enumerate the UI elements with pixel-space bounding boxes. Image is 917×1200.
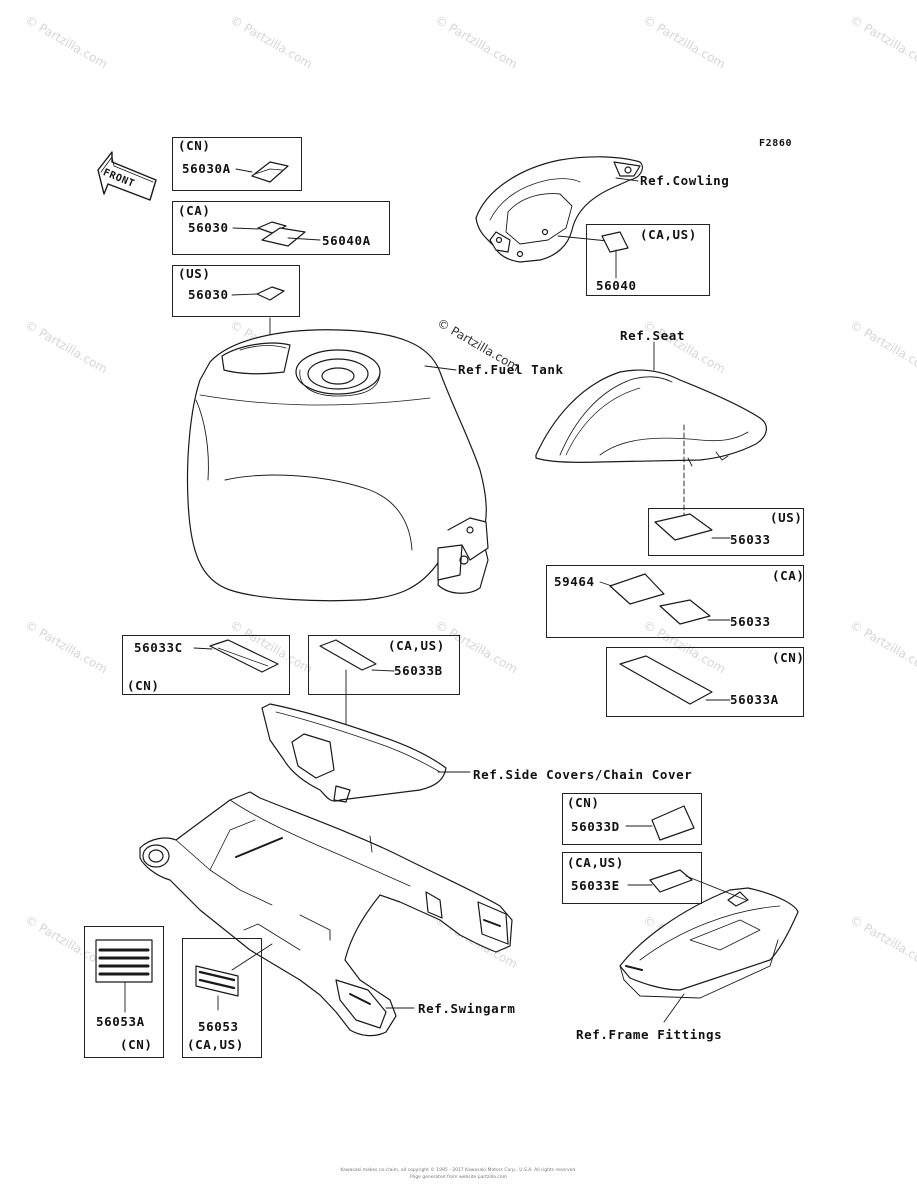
figure-id: F2860	[759, 138, 793, 149]
part-number[interactable]: 59464	[554, 574, 595, 589]
part-number[interactable]: 56033C	[134, 640, 183, 655]
label-box-seat-us	[648, 508, 804, 556]
label-box-ca-top	[172, 201, 390, 255]
cowling-illustration	[475, 156, 643, 263]
part-number[interactable]: 56030A	[182, 161, 231, 176]
label-box-frame-cn	[562, 793, 702, 845]
region-label: (CA)	[178, 203, 211, 218]
region-label: (CN)	[567, 795, 600, 810]
label-box-side-cn	[122, 635, 290, 695]
label-box-seat-cn	[606, 647, 804, 717]
label-box-frame-caus	[562, 852, 702, 904]
seat-illustration	[535, 369, 767, 467]
label-box-us-top	[172, 265, 300, 317]
part-number[interactable]: 56053A	[96, 1014, 145, 1029]
region-label: (CA,US)	[640, 227, 697, 242]
part-number[interactable]: 56033	[730, 614, 771, 629]
part-number[interactable]: 56040A	[322, 233, 371, 248]
label-box-cn-top	[172, 137, 302, 191]
part-number[interactable]: 56053	[198, 1019, 239, 1034]
part-number[interactable]: 56033D	[571, 819, 620, 834]
label-box-swing-caus	[182, 938, 262, 1058]
region-label: (CN)	[178, 138, 211, 153]
region-label: (CN)	[127, 678, 160, 693]
region-label: (CA,US)	[388, 638, 445, 653]
ref-frame-fittings: Ref.Frame Fittings	[576, 1027, 723, 1042]
label-box-side-caus	[308, 635, 460, 695]
part-number[interactable]: 56033A	[730, 692, 779, 707]
ref-fuel-tank: Ref.Fuel Tank	[458, 362, 564, 377]
label-box-swing-cn	[84, 926, 164, 1058]
chain-cover-illustration	[261, 703, 447, 803]
front-arrow-icon	[97, 151, 157, 201]
part-number[interactable]: 56040	[596, 278, 637, 293]
part-number[interactable]: 56030	[188, 220, 229, 235]
part-number[interactable]: 56030	[188, 287, 229, 302]
part-number[interactable]: 56033	[730, 532, 771, 547]
part-number[interactable]: 56033B	[394, 663, 443, 678]
frame-fittings-illustration	[619, 887, 799, 999]
ref-cowling: Ref.Cowling	[640, 173, 730, 188]
label-box-cowling	[586, 224, 710, 296]
region-label: (CN)	[772, 650, 805, 665]
region-label: (US)	[770, 510, 803, 525]
ref-swingarm: Ref.Swingarm	[418, 1001, 516, 1016]
region-label: (CA,US)	[187, 1037, 244, 1052]
copyright-footer-line2: Page generated from website partzilla.co…	[410, 1175, 507, 1180]
copyright-footer: Kawasaki makes no claim, all copyright ©…	[340, 1168, 577, 1173]
swingarm-illustration	[139, 791, 513, 1037]
region-label: (CN)	[120, 1037, 153, 1052]
region-label: (US)	[178, 266, 211, 281]
region-label: (CA,US)	[567, 855, 624, 870]
fuel-tank-illustration	[186, 329, 489, 602]
ref-side-covers: Ref.Side Covers/Chain Cover	[473, 767, 693, 782]
region-label: (CA)	[772, 568, 805, 583]
part-number[interactable]: 56033E	[571, 878, 620, 893]
label-box-seat-ca	[546, 565, 804, 638]
ref-seat: Ref.Seat	[620, 328, 686, 343]
